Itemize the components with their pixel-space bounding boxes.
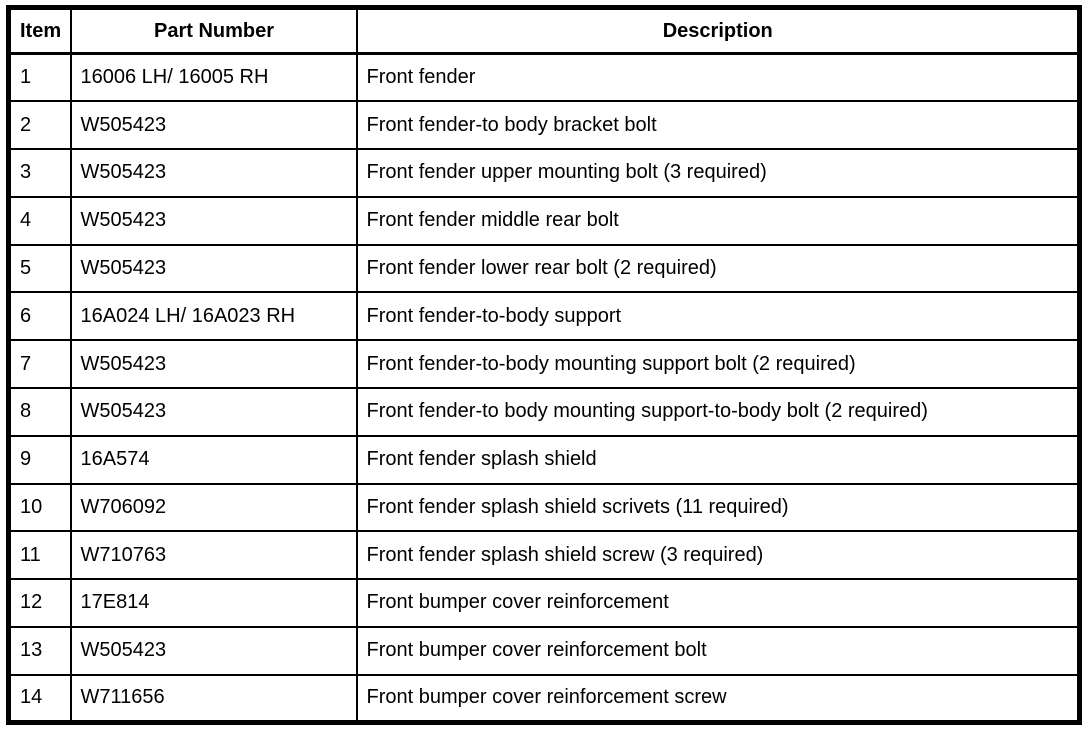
description-cell: Front bumper cover reinforcement screw [355,673,1081,724]
item-cell: 4 [7,195,72,246]
description-cell: Front fender-to body mounting support-to… [355,386,1081,437]
description-cell: Front fender splash shield screw (3 requ… [355,530,1081,581]
table-row: 3 W505423 Front fender upper mounting bo… [7,148,1081,198]
part-number-cell: W711656 [69,673,358,724]
item-cell: 3 [7,148,72,198]
item-cell: 11 [7,530,72,581]
description-cell: Front fender lower rear bolt (2 required… [355,243,1081,294]
table-row: 8 W505423 Front fender-to body mounting … [7,386,1081,437]
parts-table: Item Part Number Description 1 16006 LH/… [6,5,1082,725]
part-number-cell: W505423 [69,625,358,676]
description-cell: Front fender-to body bracket bolt [355,100,1081,151]
item-cell: 8 [7,386,72,437]
description-cell: Front bumper cover reinforcement bolt [355,625,1081,676]
table-row: 12 17E814 Front bumper cover reinforceme… [7,578,1081,628]
part-number-cell: W505423 [69,243,358,294]
part-number-cell: 17E814 [69,578,358,628]
part-number-cell: W505423 [69,386,358,437]
item-cell: 9 [7,434,72,485]
table-body: 1 16006 LH/ 16005 RH Front fender 2 W505… [7,52,1081,724]
part-number-cell: W706092 [69,482,358,533]
table-header: Item Part Number Description [7,6,1081,55]
item-cell: 7 [7,339,72,389]
table-row: 6 16A024 LH/ 16A023 RH Front fender-to-b… [7,291,1081,342]
part-number-cell: W505423 [69,100,358,151]
item-cell: 14 [7,673,72,724]
column-header-item: Item [7,6,72,55]
description-cell: Front fender [355,52,1081,103]
part-number-cell: W710763 [69,530,358,581]
table-row: 14 W711656 Front bumper cover reinforcem… [7,673,1081,724]
column-header-description: Description [355,6,1081,55]
description-cell: Front fender-to-body mounting support bo… [355,339,1081,389]
item-cell: 6 [7,291,72,342]
part-number-cell: W505423 [69,339,358,389]
table-row: 2 W505423 Front fender-to body bracket b… [7,100,1081,151]
table-row: 7 W505423 Front fender-to-body mounting … [7,339,1081,389]
item-cell: 2 [7,100,72,151]
table-row: 5 W505423 Front fender lower rear bolt (… [7,243,1081,294]
part-number-cell: W505423 [69,195,358,246]
part-number-cell: 16A574 [69,434,358,485]
table-row: 13 W505423 Front bumper cover reinforcem… [7,625,1081,676]
table-row: 9 16A574 Front fender splash shield [7,434,1081,485]
table-row: 1 16006 LH/ 16005 RH Front fender [7,52,1081,103]
part-number-cell: 16006 LH/ 16005 RH [69,52,358,103]
description-cell: Front fender splash shield [355,434,1081,485]
header-row: Item Part Number Description [7,6,1081,55]
table-row: 10 W706092 Front fender splash shield sc… [7,482,1081,533]
item-cell: 5 [7,243,72,294]
description-cell: Front bumper cover reinforcement [355,578,1081,628]
description-cell: Front fender splash shield scrivets (11 … [355,482,1081,533]
description-cell: Front fender upper mounting bolt (3 requ… [355,148,1081,198]
item-cell: 13 [7,625,72,676]
column-header-part-number: Part Number [69,6,358,55]
table-row: 11 W710763 Front fender splash shield sc… [7,530,1081,581]
item-cell: 1 [7,52,72,103]
part-number-cell: 16A024 LH/ 16A023 RH [69,291,358,342]
item-cell: 12 [7,578,72,628]
item-cell: 10 [7,482,72,533]
description-cell: Front fender-to-body support [355,291,1081,342]
part-number-cell: W505423 [69,148,358,198]
table-row: 4 W505423 Front fender middle rear bolt [7,195,1081,246]
description-cell: Front fender middle rear bolt [355,195,1081,246]
